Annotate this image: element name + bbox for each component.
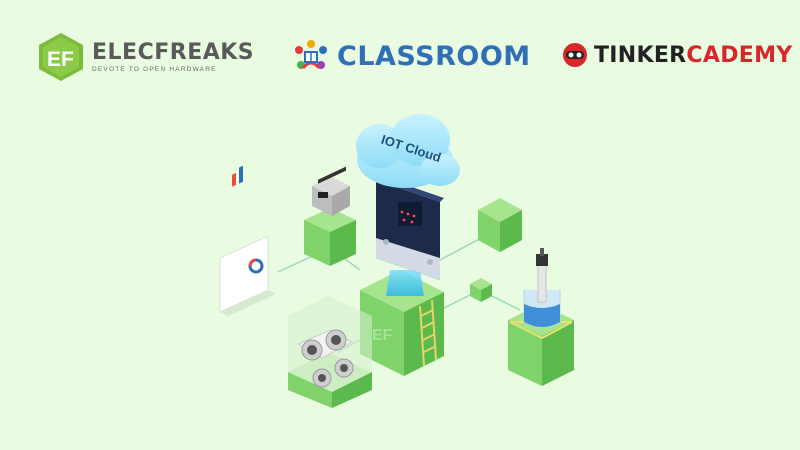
tinkercademy-logo: TINKERCADEMY [562,42,793,68]
classroom-logo: CLASSROOM [293,38,531,74]
microbit-board [376,176,444,280]
dashboard-chart-icon [219,165,276,316]
ultrasonic-sensor [296,329,354,388]
beaker-with-sensor [523,248,561,328]
sensor-cube [304,208,356,266]
svg-text:EF: EF [47,48,74,71]
data-beam [386,270,424,296]
tinkercademy-wordmark: TINKERCADEMY [594,42,793,68]
ladder [419,299,437,367]
elecfreaks-tagline: DEVOTE TO OPEN HARDWARE [92,65,217,73]
elecfreaks-logo: EF ELECFREAKS DEVOTE TO OPEN HARDWARE [36,32,254,82]
empty-cube-right [478,198,522,252]
small-cube [470,278,492,302]
elecfreaks-hexagon-icon: EF [39,33,83,81]
elecfreaks-wordmark: ELECFREAKS [92,39,255,65]
tinkercademy-mascot-icon [563,43,587,67]
svg-text:EF: EF [372,327,393,344]
classroom-people-icon [295,40,327,69]
iot-cloud-icon: IOT Cloud [356,114,460,188]
dust-sensor-module [312,166,350,216]
classroom-wordmark: CLASSROOM [337,40,531,72]
